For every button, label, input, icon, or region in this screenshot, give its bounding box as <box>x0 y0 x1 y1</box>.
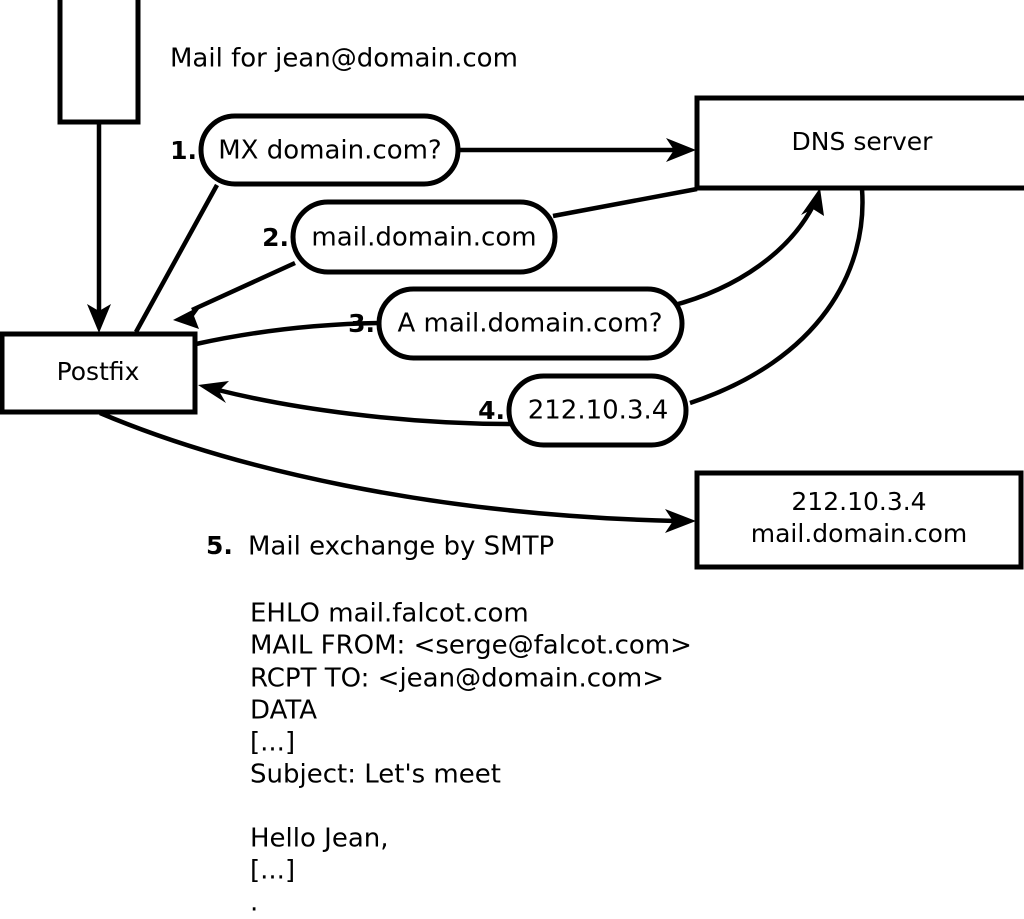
sender-box <box>57 0 141 125</box>
step-2-label: mail.domain.com <box>311 223 536 253</box>
step-2-number: 2. <box>262 223 289 252</box>
edge-step-2 <box>173 186 698 329</box>
transcript-line-5: Subject: Let's meet <box>250 760 501 790</box>
edge-step-4 <box>198 188 865 427</box>
postfix-box <box>0 331 198 415</box>
mail-server-box <box>694 470 1024 570</box>
step-bubble-3: A mail.domain.com? 3. <box>348 286 685 361</box>
transcript-line-2: RCPT TO: <jean@domain.com> <box>250 664 664 694</box>
step-5-label: Mail exchange by SMTP <box>248 532 554 562</box>
transcript-line-4: [...] <box>250 728 295 758</box>
step-4-number: 4. <box>478 396 505 425</box>
step-3-label: A mail.domain.com? <box>398 309 663 339</box>
step-4-label: 212.10.3.4 <box>528 396 669 426</box>
dns-server-label: DNS server <box>792 127 934 156</box>
transcript-line-1: MAIL FROM: <serge@falcot.com> <box>250 631 692 661</box>
step-1-label: MX domain.com? <box>218 136 441 166</box>
smtp-transcript: EHLO mail.falcot.com MAIL FROM: <serge@f… <box>250 599 692 918</box>
step-bubble-4: 212.10.3.4 4. <box>478 373 689 448</box>
mail-server-hostname: mail.domain.com <box>751 519 967 548</box>
transcript-line-0: EHLO mail.falcot.com <box>250 599 529 629</box>
transcript-line-9: . <box>250 888 258 918</box>
transcript-line-7: Hello Jean, <box>250 824 389 854</box>
edge-sender-to-postfix <box>87 122 111 333</box>
transcript-line-3: DATA <box>250 696 317 726</box>
step-1-number: 1. <box>170 136 197 165</box>
step-bubble-1: MX domain.com? 1. <box>170 113 461 187</box>
step-bubble-2: mail.domain.com 2. <box>262 199 558 275</box>
dns-server-box <box>694 95 1024 191</box>
transcript-line-8: [...] <box>250 856 295 886</box>
mail-server-ip: 212.10.3.4 <box>791 487 926 516</box>
step-3-number: 3. <box>348 309 375 338</box>
edge-step-3 <box>195 188 824 347</box>
step-5-number: 5. <box>206 531 233 560</box>
edge-step-5 <box>99 410 696 533</box>
diagram-title: Mail for jean@domain.com <box>170 44 518 74</box>
postfix-label: Postfix <box>57 357 140 386</box>
edge-step-1 <box>134 138 696 334</box>
